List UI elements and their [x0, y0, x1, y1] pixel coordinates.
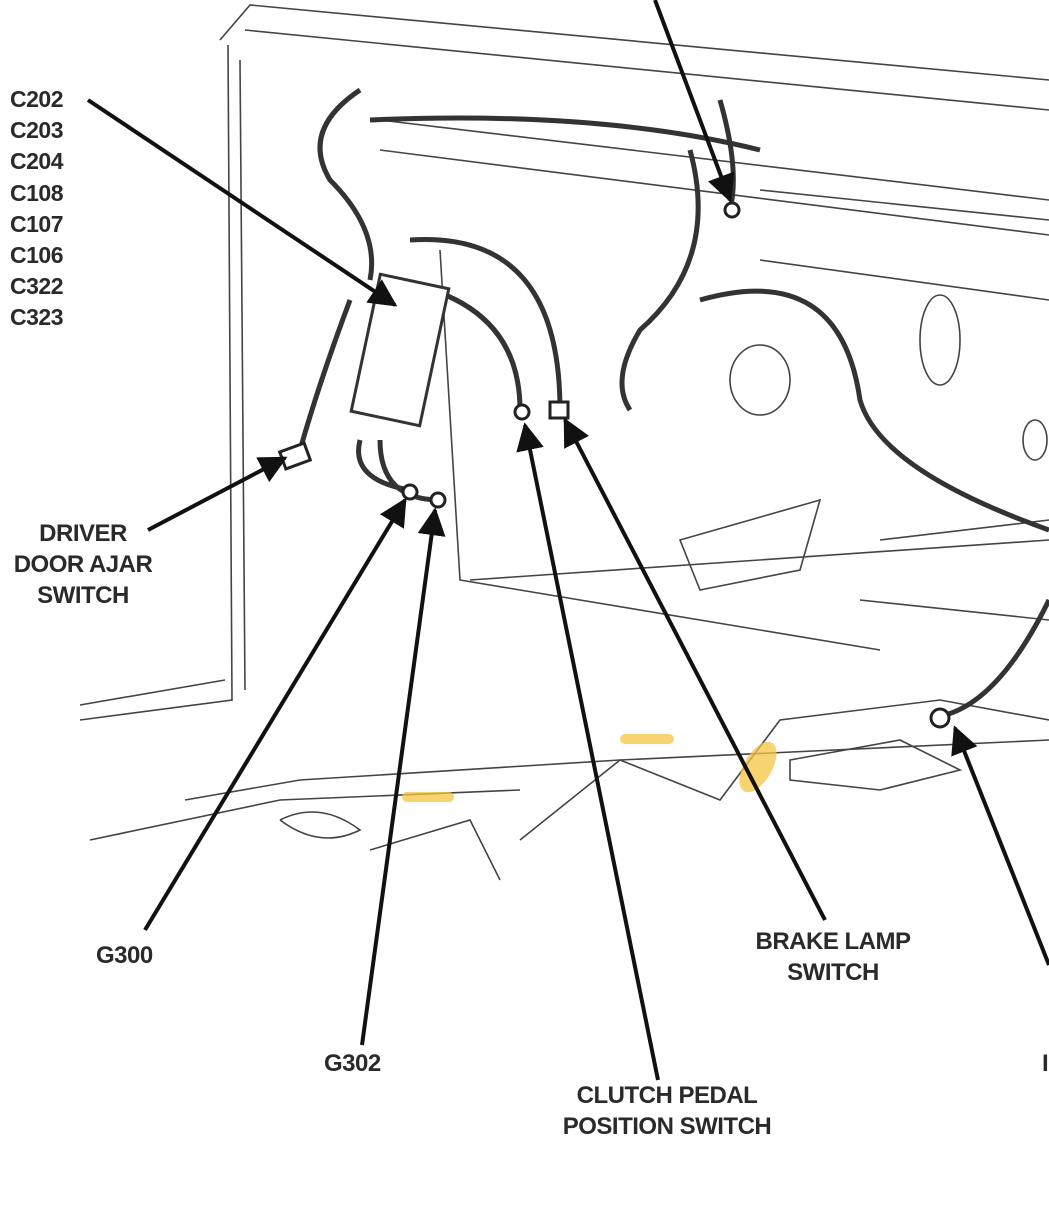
- connector-label: C323: [10, 304, 63, 331]
- label-line: POSITION SWITCH: [562, 1113, 772, 1140]
- connector-label: C107: [10, 210, 63, 237]
- label-line: SWITCH: [787, 959, 879, 986]
- label-line: DOOR AJAR: [13, 551, 153, 578]
- connector-label: C204: [10, 148, 63, 175]
- clutch-switch-plug: [513, 403, 531, 421]
- arrow-clutch: [516, 422, 660, 1081]
- arrow-top: [653, 0, 735, 203]
- g300-label: G300: [96, 942, 153, 969]
- connector-label: C202: [10, 86, 63, 112]
- junction-block: [349, 272, 451, 428]
- leader-arrows: [86, 0, 1049, 1081]
- brake-lamp-switch-label: BRAKE LAMP SWITCH: [740, 926, 926, 988]
- cut-off-label: I: [1042, 1050, 1049, 1077]
- door-ajar-switch-label: DRIVER DOOR AJAR SWITCH: [0, 518, 166, 611]
- connector-label: C106: [10, 242, 63, 269]
- arrow-connectors: [86, 98, 398, 307]
- body-outline: [79, 4, 1049, 881]
- clutch-switch-label: CLUTCH PEDAL POSITION SWITCH: [538, 1080, 796, 1142]
- connector-label: C108: [10, 179, 63, 206]
- connector-label: C322: [10, 273, 63, 300]
- label-line: SWITCH: [37, 582, 129, 609]
- g302-label: G302: [324, 1050, 381, 1077]
- door-ajar-switch-plug: [277, 441, 313, 471]
- arrow-g300: [143, 497, 407, 932]
- connector-label: C203: [10, 117, 63, 144]
- arrow-g302: [360, 507, 446, 1046]
- brake-lamp-switch-plug: [548, 400, 570, 420]
- label-line: DRIVER: [39, 520, 127, 547]
- arrow-door-ajar: [147, 456, 288, 532]
- arrow-right: [951, 725, 1049, 966]
- arrow-brake: [563, 417, 827, 921]
- label-line: CLUTCH PEDAL: [576, 1082, 758, 1109]
- connector-list: C202 C203 C204 C108 C107 C106 C322 C323: [10, 84, 63, 334]
- label-line: BRAKE LAMP: [755, 928, 912, 955]
- highlight-marks: [402, 734, 777, 802]
- component-plugs: [277, 201, 951, 729]
